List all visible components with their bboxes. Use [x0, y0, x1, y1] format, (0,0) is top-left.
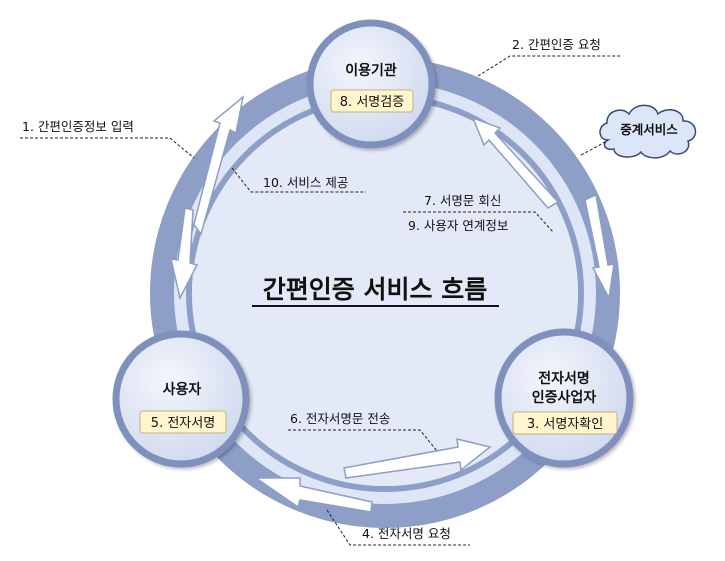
step1-label: 1. 간편인증정보 입력: [22, 119, 134, 134]
arrow-step2: [584, 193, 615, 301]
step10-label: 10. 서비스 제공: [263, 175, 348, 190]
leader-lines: [20, 55, 620, 546]
leader-step10: [231, 167, 366, 193]
node-institution: 이용기관 8. 서명검증: [306, 19, 436, 149]
cloud-icon: [599, 104, 697, 159]
arrow-step4: [253, 477, 373, 513]
leader-step6: [288, 429, 438, 452]
step4-label: 4. 전자서명 요청: [362, 526, 451, 541]
center-title-group: 간편인증 서비스 흐름: [252, 275, 499, 307]
node-institution-circle: [306, 19, 436, 149]
node-institution-title: 이용기관: [345, 62, 397, 79]
step3-label: 3. 서명자확인: [527, 417, 603, 432]
node-provider-chip: [512, 411, 618, 435]
arrow-step1: [191, 95, 245, 236]
leader-step2: [477, 55, 620, 77]
leader-step1: [20, 137, 195, 159]
step6-label: 6. 전자서명문 전송: [290, 411, 390, 426]
node-user-title: 사용자: [163, 382, 202, 398]
step-labels: 1. 간편인증정보 입력 2. 간편인증 요청 10. 서비스 제공 7. 서명…: [22, 37, 601, 541]
arrow-step10: [170, 207, 199, 301]
step9-label: 9. 사용자 연계정보: [408, 218, 508, 233]
node-user-chip: [139, 410, 227, 434]
arrow-step7: [471, 116, 560, 209]
relay-label: 중계서비스: [620, 122, 678, 137]
step5-label: 5. 전자서명: [151, 416, 215, 431]
relay-cloud: 중계서비스: [599, 104, 697, 159]
node-institution-chip: [330, 89, 414, 113]
leader-step7-9: [403, 211, 554, 233]
step8-label: 8. 서명검증: [340, 95, 404, 110]
node-provider-title-line1: 전자서명: [538, 370, 590, 387]
node-provider: 전자서명 인증사업자 3. 서명자확인: [494, 328, 634, 468]
node-user-circle: [112, 330, 250, 468]
ring-center-fill: [192, 100, 578, 486]
node-provider-title-line2: 인증사업자: [532, 389, 597, 406]
arrow-step6: [343, 438, 492, 479]
step7-label: 7. 서명문 회신: [424, 193, 501, 208]
step2-label: 2. 간편인증 요청: [512, 37, 601, 52]
center-title: 간편인증 서비스 흐름: [263, 275, 487, 304]
flow-arrows: [170, 95, 615, 513]
leader-relay: [580, 139, 609, 156]
leader-step4: [326, 509, 470, 546]
node-user: 사용자 5. 전자서명: [112, 330, 250, 468]
